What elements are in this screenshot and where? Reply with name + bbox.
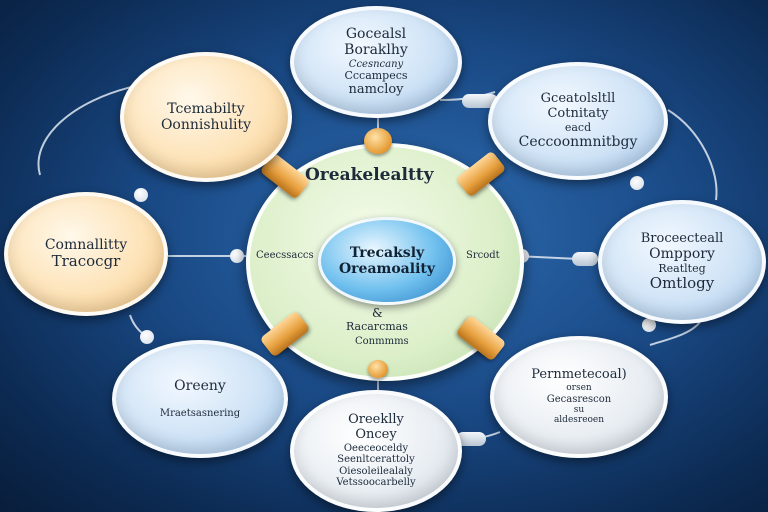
- center-outer-title: Oreakelealtty: [305, 165, 434, 185]
- node-bottom-line: Seenltcerattoly: [337, 454, 415, 466]
- connector-dot: [230, 249, 244, 263]
- top-knob: [364, 128, 392, 154]
- node-top: Gocealsl Boraklhy Ccesncany Cccampecs na…: [290, 6, 462, 118]
- connector-top-left-to-left: [37, 84, 141, 176]
- node-top-line: Gocealsl: [345, 26, 407, 43]
- node-top-right-line: Ceccoonmnitbgy: [518, 134, 638, 151]
- node-bottom-left-line: Mraetsasnering: [159, 408, 241, 420]
- node-right-line: Broceecteall: [640, 230, 724, 246]
- node-bottom-line: Vetssoocarbelly: [336, 477, 416, 489]
- center-left-label: Ceecssaccs: [256, 250, 314, 261]
- center-core: Trecaksly Oreamoality: [318, 217, 456, 305]
- node-bottom: Oreeklly Oncey Oeeceoceldy Seenltceratto…: [290, 390, 462, 512]
- node-top-right-line: eacd: [564, 120, 592, 134]
- node-bottom-right-line: aldesreoen: [553, 415, 605, 426]
- node-bottom-right-line: Pernmetecoal): [531, 367, 627, 383]
- node-left: Comnallitty Tracocgr: [4, 192, 168, 316]
- connector-right-to-bottom-right: [649, 321, 701, 346]
- node-bottom-right: Pernmetecoal) orsen Gecasrescon su aldes…: [490, 336, 668, 458]
- node-bottom-left: Oreeny Mraetsasnering: [112, 340, 288, 458]
- center-core-line2: Oreamoality: [338, 261, 435, 277]
- node-right-line: Omppory: [649, 246, 715, 263]
- node-left-line: Tracocgr: [51, 252, 121, 271]
- node-right-line: Reatlteg: [658, 261, 706, 275]
- node-top-line: namcloy: [348, 81, 404, 97]
- center-bottom-line1: &: [372, 306, 383, 320]
- bottom-knob: [368, 360, 388, 378]
- center-right-label: Srcodt: [466, 250, 500, 261]
- connector-dot: [134, 188, 148, 202]
- node-top-right-line: Cotnitaty: [547, 105, 609, 121]
- connector-dot: [140, 330, 154, 344]
- node-bottom-line: Oncey: [355, 427, 397, 442]
- node-right-line: Omtlogy: [649, 274, 715, 293]
- center-core-line1: Trecaksly: [349, 245, 425, 261]
- node-top-line: Cccampecs: [344, 69, 408, 83]
- center-bottom-line3: Conmmms: [355, 336, 409, 347]
- node-bottom-right-line: Gecasrescon: [546, 393, 612, 405]
- node-top-line: Ccesncany: [348, 58, 404, 70]
- connector-dot: [642, 318, 656, 332]
- node-right: Broceecteall Omppory Reatlteg Omtlogy: [598, 200, 766, 324]
- center-bottom-line2: Racarcmas: [346, 320, 408, 333]
- node-bottom-line: Oeeceoceldy: [343, 442, 409, 454]
- node-bottom-right-line: orsen: [566, 383, 592, 394]
- node-top-line: Boraklhy: [344, 42, 408, 59]
- node-top-right-line: Gceatolsltll: [540, 90, 616, 106]
- node-bottom-left-line: Oreeny: [174, 378, 226, 395]
- connector-dot: [630, 176, 644, 190]
- node-bottom-line: Oiesoleilealaly: [339, 465, 413, 477]
- node-top-left-line: Tcemabilty: [167, 100, 245, 117]
- node-top-left-line: Oonnishulity: [160, 117, 252, 133]
- node-top-left: Tcemabilty Oonnishulity: [120, 52, 292, 182]
- node-bottom-line: Oreeklly: [348, 412, 404, 428]
- connector-pill: [572, 252, 598, 266]
- connector-pill: [456, 432, 486, 446]
- node-left-line: Comnallitty: [44, 237, 128, 254]
- node-top-right: Gceatolsltll Cotnitaty eacd Ceccoonmnitb…: [488, 62, 668, 180]
- node-bottom-right-line: su: [573, 405, 585, 416]
- connector-top-right-to-right: [667, 109, 718, 201]
- connector-pill: [462, 94, 498, 108]
